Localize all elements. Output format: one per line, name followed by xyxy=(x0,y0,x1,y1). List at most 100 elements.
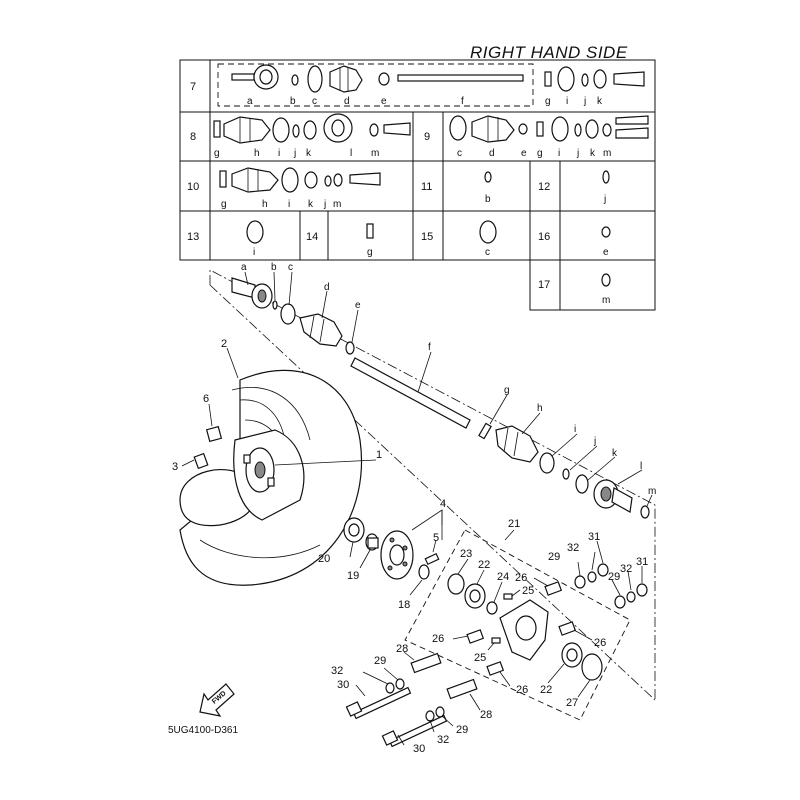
callout-letter: l xyxy=(640,461,642,472)
callout-letter: f xyxy=(428,342,431,353)
callout-number: 26 xyxy=(515,572,527,584)
callout-number: 26 xyxy=(432,633,444,645)
part-letter: m xyxy=(333,199,341,210)
part-letter: c xyxy=(457,148,462,159)
part-letter: m xyxy=(603,148,611,159)
part-letter: g xyxy=(537,148,543,159)
part-letter: g xyxy=(221,199,227,210)
callout-number: 26 xyxy=(516,684,528,696)
row-number: 10 xyxy=(187,181,199,193)
callout-number: 5 xyxy=(433,532,439,544)
part-letter: m xyxy=(602,295,610,306)
callout-number: 21 xyxy=(508,518,520,530)
callout-number: 32 xyxy=(331,665,343,677)
callout-number: 22 xyxy=(540,684,552,696)
forward-arrow-icon: FWD xyxy=(199,683,235,717)
part-letter: g xyxy=(545,96,551,107)
callout-number: 18 xyxy=(398,599,410,611)
drive-shaft-assembly xyxy=(231,277,650,519)
part-icon xyxy=(601,226,611,238)
callout-number: 19 xyxy=(347,570,359,582)
row7-parts xyxy=(231,64,645,93)
part-letter: c xyxy=(485,247,490,258)
knuckle-parts xyxy=(345,563,648,748)
callout-number: 27 xyxy=(566,697,578,709)
part-icon xyxy=(484,171,492,183)
part-letter: e xyxy=(603,247,609,258)
callout-letter: c xyxy=(288,262,293,273)
part-letter: j xyxy=(293,148,296,159)
callout-number: 31 xyxy=(588,531,600,543)
kit-table: 7 8 9 10 11 12 13 14 15 16 17 xyxy=(179,59,656,311)
callout-letter: m xyxy=(648,486,656,497)
part-letter: a xyxy=(247,96,253,107)
row-number: 16 xyxy=(538,231,550,243)
callout-number: 26 xyxy=(594,637,606,649)
callout-number: 32 xyxy=(620,563,632,575)
part-letter: b xyxy=(290,96,296,107)
part-icon xyxy=(366,223,374,239)
callout-letter: j xyxy=(593,436,596,447)
wheel-tire xyxy=(179,369,363,586)
part-icon xyxy=(479,220,497,244)
callout-number: 3 xyxy=(172,461,178,473)
row-number: 12 xyxy=(538,181,550,193)
part-icon xyxy=(602,170,610,184)
callout-number: 6 xyxy=(203,393,209,405)
row10-parts xyxy=(219,167,381,193)
row-number: 8 xyxy=(190,131,196,143)
part-letter: j xyxy=(583,96,586,107)
part-letter: j xyxy=(323,199,326,210)
row-number: 15 xyxy=(421,231,433,243)
part-letter: i xyxy=(558,148,560,159)
row-number: 13 xyxy=(187,231,199,243)
part-letter: d xyxy=(489,148,495,159)
row-number: 17 xyxy=(538,279,550,291)
part-letter: g xyxy=(214,148,220,159)
kit-dashed-outline xyxy=(217,63,534,107)
part-letter: j xyxy=(603,194,606,205)
knuckle-outline xyxy=(404,529,631,721)
callout-number: 22 xyxy=(478,559,490,571)
row-number: 7 xyxy=(190,81,196,93)
callout-letter: b xyxy=(271,262,277,273)
part-letter: k xyxy=(308,199,314,210)
part-letter: e xyxy=(381,96,387,107)
callout-letter: k xyxy=(612,448,618,459)
row-number: 9 xyxy=(424,131,430,143)
part-letter: i xyxy=(278,148,280,159)
callout-number: 24 xyxy=(497,571,509,583)
callout-number: 4 xyxy=(440,498,446,510)
callout-number: 30 xyxy=(413,743,425,755)
part-letter: f xyxy=(461,96,464,107)
part-letter: d xyxy=(344,96,350,107)
hub-parts xyxy=(343,517,440,580)
callout-number: 23 xyxy=(460,548,472,560)
callout-number: 29 xyxy=(374,655,386,667)
part-letter: k xyxy=(597,96,603,107)
part-letter: c xyxy=(312,96,317,107)
valve-parts xyxy=(193,425,223,470)
callout-number: 1 xyxy=(376,449,382,461)
part-letter: g xyxy=(367,247,373,258)
row-number: 11 xyxy=(421,181,432,193)
callout-number: 31 xyxy=(636,556,648,568)
part-letter: i xyxy=(253,247,255,258)
callout-number: 28 xyxy=(396,643,408,655)
callout-number: 29 xyxy=(456,724,468,736)
page-title: RIGHT HAND SIDE xyxy=(470,43,628,62)
drive-shaft-outline xyxy=(209,269,656,701)
part-icon xyxy=(601,273,611,287)
callout-number: 28 xyxy=(480,709,492,721)
callout-number: 32 xyxy=(437,734,449,746)
callout-number: 29 xyxy=(548,551,560,563)
part-letter: k xyxy=(590,148,596,159)
callout-letter: i xyxy=(574,424,576,435)
part-letter: h xyxy=(262,199,268,210)
part-icon xyxy=(246,220,264,244)
callout-number: 20 xyxy=(318,553,330,565)
callout-letter: h xyxy=(537,403,543,414)
callout-number: 2 xyxy=(221,338,227,350)
callout-number: 25 xyxy=(522,585,534,597)
